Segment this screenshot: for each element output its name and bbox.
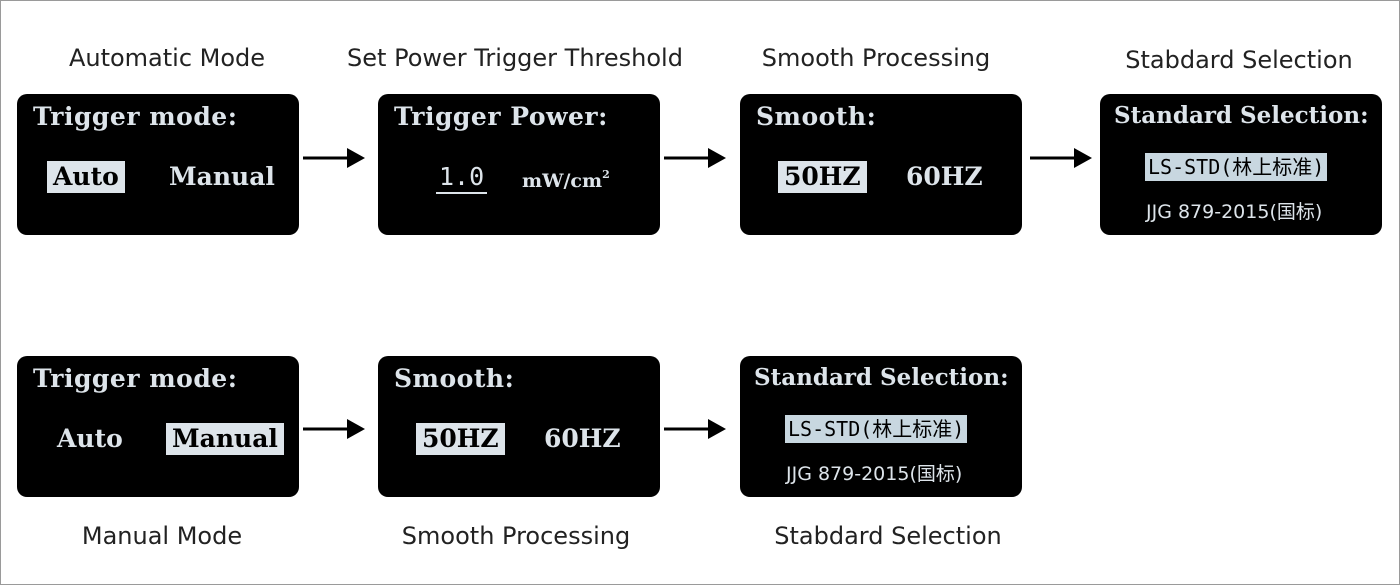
power-unit-exponent: 2 <box>602 168 610 181</box>
caption-standard-selection: Stabdard Selection <box>1125 46 1353 74</box>
caption-standard-selection: Stabdard Selection <box>774 522 1002 550</box>
option-auto[interactable]: Auto <box>57 424 123 453</box>
screen-smooth: Smooth: 50HZ 60HZ <box>378 356 660 497</box>
screen-title: Smooth: <box>756 102 877 131</box>
option-50hz[interactable]: 50HZ <box>416 423 505 455</box>
screen-title: Trigger mode: <box>33 102 238 131</box>
caption-smooth-processing: Smooth Processing <box>761 44 991 72</box>
option-jjg-879[interactable]: JJG 879-2015(国标) <box>786 463 963 485</box>
option-60hz[interactable]: 60HZ <box>544 424 621 453</box>
option-auto[interactable]: Auto <box>47 161 125 193</box>
screen-title: Trigger Power: <box>394 102 608 131</box>
option-manual[interactable]: Manual <box>169 162 275 191</box>
screen-trigger-power: Trigger Power: 1.0 mW/cm2 <box>378 94 660 235</box>
trigger-power-value[interactable]: 1.0 <box>436 162 488 194</box>
option-ls-std[interactable]: LS-STD(林上标准) <box>785 415 968 443</box>
arrow-right-icon <box>303 148 365 168</box>
power-unit-text: mW/cm <box>522 170 603 192</box>
option-jjg-879[interactable]: JJG 879-2015(国标) <box>1146 201 1323 223</box>
arrow-right-icon <box>664 148 726 168</box>
screen-title: Standard Selection: <box>754 364 1009 391</box>
screen-smooth: Smooth: 50HZ 60HZ <box>740 94 1022 235</box>
arrow-right-icon <box>664 419 726 439</box>
caption-set-power-threshold: Set Power Trigger Threshold <box>347 44 683 72</box>
screen-title: Standard Selection: <box>1114 102 1369 129</box>
option-manual[interactable]: Manual <box>166 423 284 455</box>
option-50hz[interactable]: 50HZ <box>778 161 867 193</box>
screen-trigger-mode-auto: Trigger mode: Auto Manual <box>17 94 299 235</box>
option-ls-std[interactable]: LS-STD(林上标准) <box>1145 153 1328 181</box>
power-unit: mW/cm2 <box>522 168 610 192</box>
option-60hz[interactable]: 60HZ <box>906 162 983 191</box>
screen-title: Trigger mode: <box>33 364 238 393</box>
screen-standard-selection: Standard Selection: LS-STD(林上标准) JJG 879… <box>1100 94 1382 235</box>
screen-standard-selection: Standard Selection: LS-STD(林上标准) JJG 879… <box>740 356 1022 497</box>
caption-manual-mode: Manual Mode <box>81 522 243 550</box>
screen-trigger-mode-manual: Trigger mode: Auto Manual <box>17 356 299 497</box>
arrow-right-icon <box>303 419 365 439</box>
arrow-right-icon <box>1030 148 1092 168</box>
caption-smooth-processing: Smooth Processing <box>401 522 631 550</box>
caption-automatic-mode: Automatic Mode <box>68 44 266 72</box>
screen-title: Smooth: <box>394 364 515 393</box>
